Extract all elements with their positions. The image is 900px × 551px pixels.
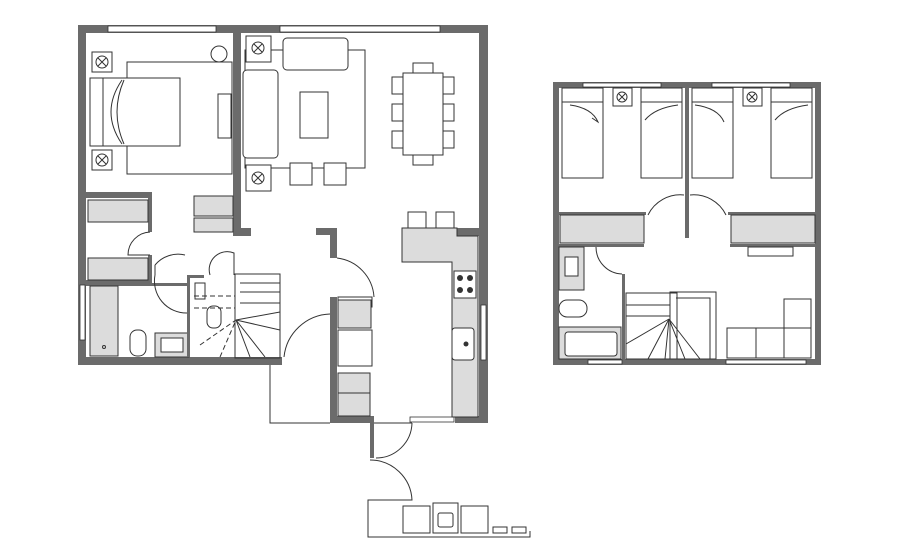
coffee-table [299,91,329,139]
armchair-icon [323,162,347,186]
single-bed [640,87,683,179]
sink-icon [451,327,475,361]
radiator [747,246,794,257]
patio [367,422,531,538]
first-floor-windows [582,82,807,365]
bedroom-1 [559,87,685,244]
wardrobe [730,214,816,244]
ground-floor-windows [79,25,487,423]
first-floor-walls [553,82,821,365]
tv-unit [217,93,232,139]
bathtub [564,331,618,357]
master-bedroom [87,45,234,281]
bar-stool-icon [435,211,455,229]
armchair-icon [210,45,228,63]
sofa-icon [282,37,349,71]
fridge [337,299,372,329]
bathroom [86,251,237,358]
first-floor-plan [553,82,821,365]
single-bed [770,87,813,179]
landing-storage [726,298,812,359]
single-bed [691,87,734,179]
bar-stool-icon [407,211,427,229]
dining-table [402,72,444,156]
toilet-icon [558,299,588,318]
kitchen [337,211,479,418]
wardrobe [559,214,645,244]
bin [460,505,489,534]
sofa-icon [242,69,279,159]
armchair-icon [289,162,313,186]
hob-icon [453,270,477,299]
toilet-icon [206,305,222,329]
lamp-icon [245,35,272,63]
first-floor-bathroom [558,246,623,360]
toilet-icon [129,329,147,357]
oven [337,329,373,367]
bin [402,505,431,534]
staircase [234,273,331,424]
first-floor-staircase [625,291,717,360]
bedroom-2 [689,87,816,257]
single-bed [561,87,604,179]
ground-floor-plan [78,25,531,538]
living-room [242,35,455,298]
